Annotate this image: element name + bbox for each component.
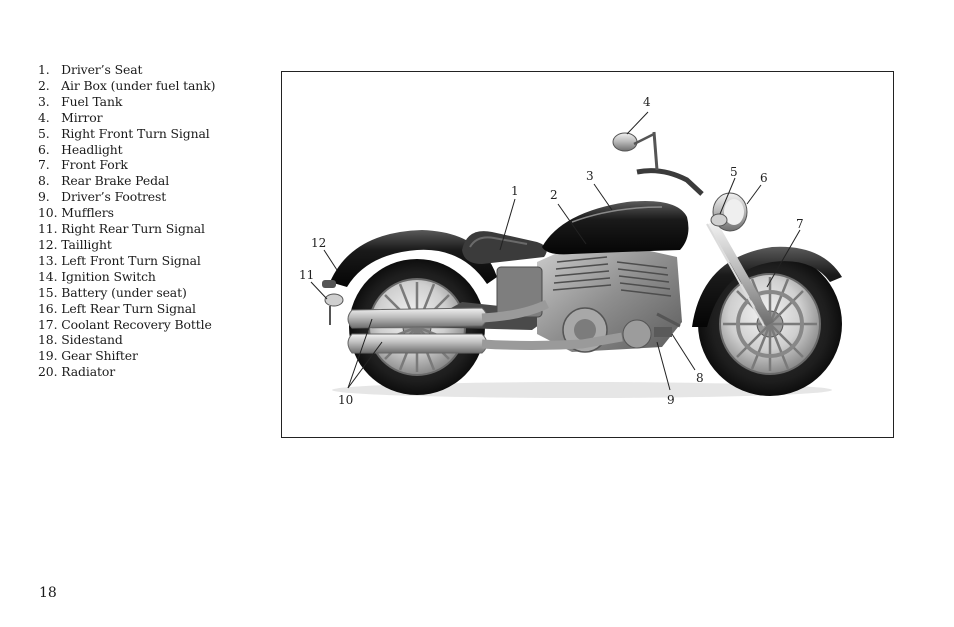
item-label: Left Rear Turn Signal (61, 300, 196, 316)
item-number: 2. (38, 77, 50, 93)
parts-list-item: 2. Air Box (under fuel tank) (38, 78, 215, 94)
rear-fender (330, 230, 497, 287)
item-label: Fuel Tank (61, 93, 123, 109)
parts-list-item: 9. Driver’s Footrest (38, 189, 215, 205)
item-number: 4. (38, 109, 50, 125)
item-label: Ignition Switch (61, 268, 156, 284)
item-label: Mirror (61, 109, 103, 125)
seat (462, 231, 547, 264)
item-label: Coolant Recovery Bottle (61, 316, 212, 332)
item-number: 19. (38, 348, 58, 364)
parts-list-item: 15. Battery (under seat) (38, 285, 215, 301)
motorcycle-figure: 1 2 3 4 5 6 7 8 9 10 11 12 (281, 71, 894, 438)
item-number: 11. (38, 221, 58, 237)
parts-list-item: 12. Taillight (38, 237, 215, 253)
parts-list-item: 16. Left Rear Turn Signal (38, 301, 215, 317)
item-number: 13. (38, 252, 58, 268)
callout-7: 7 (796, 217, 804, 231)
mufflers (347, 299, 623, 354)
item-label: Battery (under seat) (61, 284, 187, 300)
item-label: Mufflers (61, 205, 114, 221)
item-label: Right Rear Turn Signal (61, 221, 205, 237)
parts-list-item: 3. Fuel Tank (38, 94, 215, 110)
taillight (322, 280, 336, 288)
parts-list-item: 19. Gear Shifter (38, 348, 215, 364)
motorcycle-illustration: 1 2 3 4 5 6 7 8 9 10 11 12 (299, 95, 842, 407)
item-label: Air Box (under fuel tank) (61, 77, 216, 93)
item-number: 10. (38, 205, 58, 221)
parts-list-item: 10. Mufflers (38, 205, 215, 221)
item-number: 3. (38, 93, 50, 109)
item-label: Front Fork (61, 157, 128, 173)
item-label: Headlight (61, 141, 123, 157)
item-number: 16. (38, 300, 58, 316)
callout-1: 1 (511, 184, 519, 198)
brake-pedal (656, 312, 681, 328)
item-label: Gear Shifter (61, 348, 138, 364)
item-number: 12. (38, 236, 58, 252)
parts-list-item: 6. Headlight (38, 142, 215, 158)
ground-shadow (332, 382, 832, 398)
item-number: 5. (38, 125, 50, 141)
item-number: 9. (38, 189, 50, 205)
item-number: 1. (38, 62, 50, 77)
parts-list: 1. Driver’s Seat 2. Air Box (under fuel … (38, 62, 215, 380)
footrest (654, 327, 672, 337)
item-label: Sidestand (61, 332, 123, 348)
item-label: Right Front Turn Signal (61, 125, 210, 141)
handlebar (612, 131, 728, 227)
rear-turn-signal (324, 293, 344, 325)
parts-list-item: 8. Rear Brake Pedal (38, 173, 215, 189)
item-number: 8. (38, 173, 50, 189)
item-label: Driver’s Footrest (61, 189, 167, 205)
item-label: Driver’s Seat (61, 62, 143, 77)
front-fender (692, 246, 842, 327)
item-label: Radiator (61, 364, 116, 380)
item-number: 15. (38, 284, 58, 300)
callout-6: 6 (760, 171, 768, 185)
parts-list-item: 1. Driver’s Seat (38, 62, 215, 78)
parts-list-item: 14. Ignition Switch (38, 269, 215, 285)
item-number: 14. (38, 268, 58, 284)
callout-leaders (310, 111, 801, 391)
parts-list-item: 18. Sidestand (38, 332, 215, 348)
callout-4: 4 (643, 95, 651, 109)
item-label: Rear Brake Pedal (61, 173, 170, 189)
engine (496, 242, 682, 353)
callout-10: 10 (338, 393, 353, 407)
callout-3: 3 (586, 169, 594, 183)
callout-11: 11 (299, 268, 314, 282)
item-number: 20. (38, 364, 58, 380)
callout-2: 2 (550, 188, 558, 202)
parts-list-item: 20. Radiator (38, 364, 215, 380)
item-number: 17. (38, 316, 58, 332)
page-number: 18 (39, 585, 57, 601)
item-number: 18. (38, 332, 58, 348)
parts-list-item: 5. Right Front Turn Signal (38, 126, 215, 142)
callout-5: 5 (730, 165, 738, 179)
front-fork (706, 219, 774, 327)
parts-list-item: 17. Coolant Recovery Bottle (38, 317, 215, 333)
callout-9: 9 (667, 393, 675, 407)
parts-list-item: 13. Left Front Turn Signal (38, 253, 215, 269)
callout-12: 12 (311, 236, 326, 250)
item-label: Taillight (61, 236, 112, 252)
item-number: 6. (38, 141, 50, 157)
fuel-tank (542, 201, 689, 255)
parts-list-item: 7. Front Fork (38, 157, 215, 173)
callout-8: 8 (696, 371, 704, 385)
item-number: 7. (38, 157, 50, 173)
item-label: Left Front Turn Signal (61, 252, 201, 268)
parts-list-item: 11. Right Rear Turn Signal (38, 221, 215, 237)
parts-list-item: 4. Mirror (38, 110, 215, 126)
